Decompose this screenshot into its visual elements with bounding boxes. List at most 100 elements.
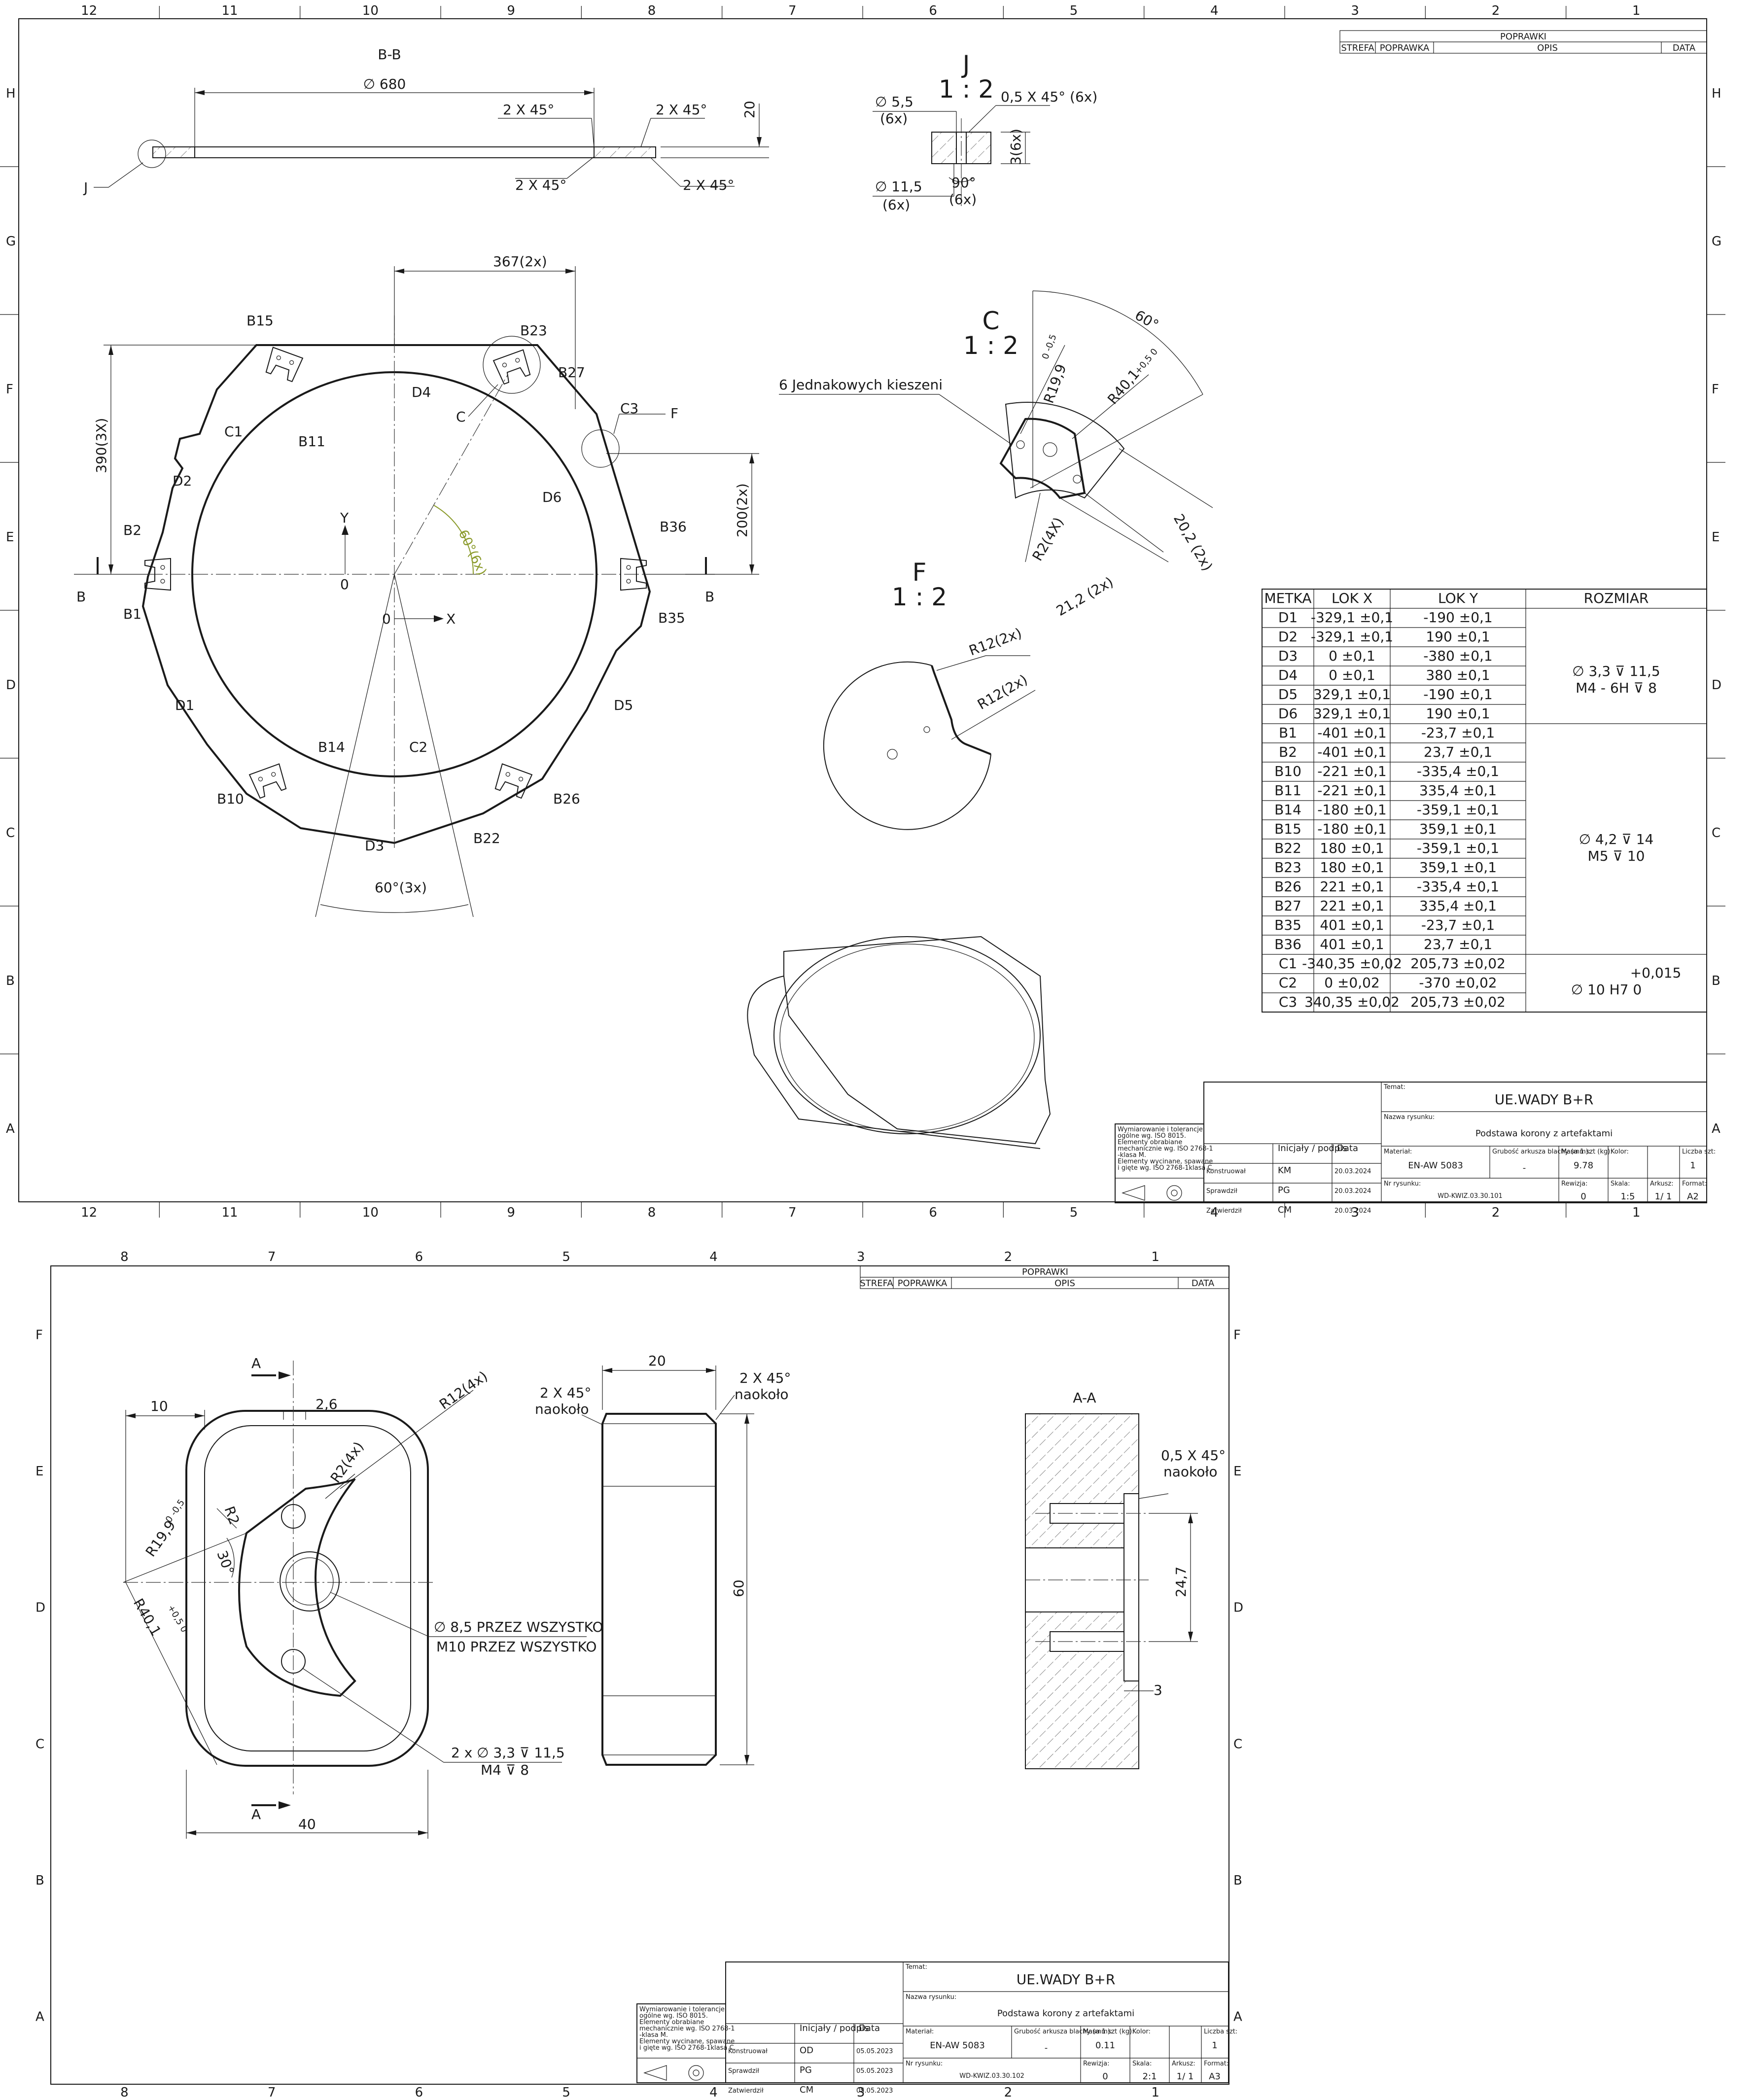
- c-r2x: R2(4X): [1029, 515, 1067, 564]
- tb-skala-label: Skala:: [1132, 2060, 1152, 2067]
- pocket-d40: 40: [298, 1816, 316, 1832]
- revision2-col-poprawka: POPRAWKA: [898, 1278, 948, 1289]
- hole-label: C1: [224, 423, 243, 440]
- hole-table-cell: 329,1 ±0,1: [1313, 705, 1391, 722]
- tb-nr: WD-KWIZ.03.30.101: [1438, 1192, 1503, 1200]
- isometric-view: [747, 936, 1051, 1149]
- detail-c-view: C 1 : 2 60° 6 Jednakowych kieszeni R19,9…: [779, 290, 1216, 619]
- pocket-r2: R2: [221, 1504, 243, 1527]
- hole-table-cell: 0 ±0,1: [1329, 667, 1375, 683]
- hole-table-cell: 0 ±0,1: [1329, 648, 1375, 664]
- size-d-1: ∅ 3,3 ⊽ 11,5: [1572, 663, 1660, 679]
- bb-chamfer-2: 2 X 45°: [515, 177, 566, 193]
- pocket-cutout: [144, 558, 171, 591]
- hole-table-cell: -340,35 ±0,02: [1302, 955, 1402, 972]
- hole-label: D2: [173, 473, 192, 489]
- tb-ark-label: Arkusz:: [1650, 1180, 1674, 1188]
- zone-bottom-label: 11: [221, 1205, 238, 1220]
- tb-nr-label: Nr rysunku:: [1384, 1180, 1421, 1188]
- size-c-2: ∅ 10 H7 0: [1571, 981, 1642, 998]
- hole-table-cell: 221 ±0,1: [1320, 878, 1384, 895]
- size-b-2: M5 ⊽ 10: [1588, 848, 1645, 864]
- hole-table-cell: D6: [1278, 705, 1298, 722]
- hole-table-cell: 190 ±0,1: [1426, 629, 1490, 645]
- bb-dia: ∅ 680: [363, 76, 406, 92]
- hole-table-cell: B23: [1274, 859, 1301, 875]
- c-note: 6 Jednakowych kieszeni: [779, 377, 943, 393]
- side-chamfer-left: 2 X 45°: [540, 1385, 591, 1401]
- j-angle: 90°: [951, 175, 976, 191]
- hole-label: D6: [542, 489, 562, 505]
- pocket-cutout: [494, 763, 533, 799]
- tb-format: A3: [1209, 2071, 1221, 2082]
- revision-col-poprawka: POPRAWKA: [1380, 43, 1430, 53]
- tb-note: -klasa M.: [639, 2031, 668, 2039]
- hole-label: B27: [558, 364, 585, 381]
- hole-table-cell: C1: [1279, 955, 1297, 972]
- tb-ark: 1/ 1: [1655, 1191, 1672, 1202]
- tb-temat: UE.WADY B+R: [1495, 1091, 1594, 1108]
- tb-nazwa: Podstawa korony z artefaktami: [1475, 1128, 1613, 1139]
- hole-table-cell: D3: [1278, 648, 1298, 664]
- tb-person-role: Zatwierdził: [1206, 1207, 1242, 1215]
- hole-table-cell: -23,7 ±0,1: [1421, 917, 1495, 933]
- side-chamfer-right: 2 X 45°: [739, 1370, 791, 1386]
- zone-left-label: E: [6, 530, 14, 545]
- zone-top-label: 6: [929, 3, 937, 18]
- hole-table-cell: -359,1 ±0,1: [1417, 802, 1499, 818]
- aa-d3: 3: [1154, 1682, 1162, 1698]
- c-d20: 20,2 (2x): [1170, 511, 1216, 574]
- zone-bottom-label: 6: [929, 1205, 937, 1220]
- section-aa-view: A-A 24,7 0,5 X 45° naokoło 3: [1025, 1390, 1226, 1769]
- hole-table-cell: -180 ±0,1: [1317, 821, 1386, 837]
- section-bb-view: B-B ∅ 680 20 2 X 45° 2 X 45° 2 X 45° 2 X…: [83, 46, 769, 196]
- hole-table-cell: B11: [1274, 782, 1301, 799]
- bb-chamfer-3: 2 X 45°: [656, 102, 707, 118]
- tb-format-label: Format:: [1204, 2060, 1228, 2067]
- size-b-1: ∅ 4,2 ⊽ 14: [1579, 831, 1654, 847]
- tb-grub-label: Grubość arkusza blachy (mm):: [1492, 1148, 1590, 1155]
- zone-top-label: 3: [1351, 3, 1359, 18]
- tb-nazwa-label: Nazwa rysunku:: [1384, 1114, 1435, 1121]
- zone-left-label: F: [6, 382, 13, 397]
- zone2-right-label: B: [1233, 1873, 1242, 1888]
- tb-note: Elementy wycinane, spawane: [1118, 1158, 1213, 1165]
- tb-note: Elementy obrabiane: [1118, 1139, 1182, 1146]
- bb-chamfer-4: 2 X 45°: [683, 177, 734, 193]
- j-chamfer: 0,5 X 45° (6x): [1001, 89, 1097, 105]
- tb-masa: 0.11: [1095, 2040, 1115, 2051]
- tb-note: Wymiarowanie i tolerancje: [639, 2006, 725, 2013]
- tb-person-init: PG: [1278, 1185, 1290, 1195]
- hole-table-cell: -401 ±0,1: [1317, 744, 1386, 760]
- tb-skala: 1:5: [1621, 1191, 1635, 1202]
- revision-block-2: POPRAWKI STREFA POPRAWKA OPIS DATA: [860, 1265, 1229, 1289]
- pocket-sect-a-bot: A: [251, 1806, 261, 1822]
- tb-person-init: CM: [1278, 1205, 1292, 1215]
- hole-table-cell: 180 ±0,1: [1320, 859, 1384, 875]
- zone-bottom-label: 5: [1070, 1205, 1078, 1220]
- zone-top-label: 4: [1210, 3, 1219, 18]
- tb-person-date: 05.05.2023: [856, 2067, 893, 2075]
- hole-table-cell: -221 ±0,1: [1317, 763, 1386, 779]
- hole-table-cell: -380 ±0,1: [1423, 648, 1492, 664]
- zone-bottom-label: 4: [1210, 1205, 1219, 1220]
- hole-label: B10: [217, 791, 244, 807]
- zone2-right-label: D: [1233, 1601, 1243, 1615]
- zone-right-label: C: [1712, 826, 1720, 840]
- zone2-bottom-label: 1: [1151, 2085, 1159, 2100]
- f-r2: R12(2x): [975, 671, 1030, 713]
- zone-left-label: H: [6, 86, 16, 101]
- tb-grub-label: Grubość arkusza blachy (mm):: [1014, 2028, 1112, 2035]
- hole-label: B1: [123, 606, 141, 622]
- tb-material-label: Materiał:: [1384, 1148, 1412, 1155]
- pocket-r199-tol: 0 -0,5: [164, 1498, 187, 1525]
- tb-person-init: OD: [800, 2045, 813, 2056]
- tb-person-init: KM: [1278, 1165, 1291, 1176]
- f-r1: R12(2x): [967, 625, 1024, 659]
- zone2-bottom-label: 8: [120, 2085, 129, 2100]
- zone2-right-label: F: [1233, 1328, 1241, 1342]
- tb-masa: 9.78: [1574, 1160, 1593, 1171]
- pocket-cutout: [620, 558, 647, 591]
- c-angle: 60°: [1132, 307, 1161, 333]
